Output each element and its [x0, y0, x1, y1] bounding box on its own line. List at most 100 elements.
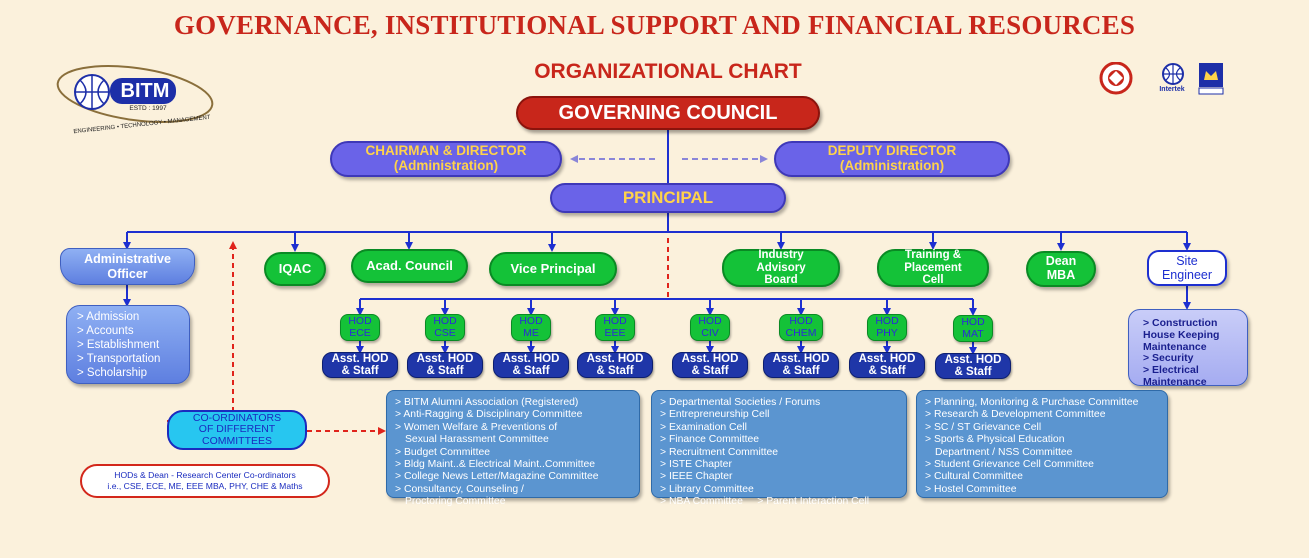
chart-subtitle: ORGANIZATIONAL CHART — [534, 60, 802, 83]
dean-line2: MBA — [1046, 268, 1076, 282]
site-engineer-box: Site Engineer — [1147, 250, 1227, 286]
asst-line1: Asst. HOD — [858, 352, 916, 365]
site-item: > Security — [1143, 352, 1194, 365]
hod-label: HOD — [961, 315, 985, 328]
dean-mba-box: Dean MBA — [1026, 251, 1096, 287]
committee-item: > SC / ST Grievance Cell — [925, 421, 1042, 433]
logo-name: BITM — [120, 80, 170, 102]
iqac-box: IQAC — [264, 252, 326, 286]
asst-line2: & Staff — [691, 365, 729, 377]
ukas-crown-icon — [1198, 62, 1224, 96]
committee-item: > Anti-Ragging & Disciplinary Committee — [395, 409, 583, 421]
note-line1: HODs & Dean - Research Center Co-ordinat… — [114, 469, 296, 480]
asst-hod-eee-box: Asst. HOD& Staff — [577, 352, 653, 378]
committee-item: > Research & Development Committee — [925, 409, 1106, 421]
committee-item: Department / NSS Committee — [935, 446, 1073, 458]
committee-item: > Sports & Physical Education — [925, 434, 1065, 446]
committee-item: > Student Grievance Cell Committee — [925, 458, 1094, 470]
asst-line2: & Staff — [782, 365, 820, 377]
asst-hod-ece-box: Asst. HOD& Staff — [322, 352, 398, 378]
asst-line1: Asst. HOD — [331, 352, 389, 365]
hod-label: HOD — [433, 314, 457, 327]
committee-item: Sexual Harassment Committee — [405, 434, 549, 446]
committee-item: > BITM Alumni Association (Registered) — [395, 397, 579, 408]
hod-dept: CHEM — [785, 326, 817, 339]
site-engineer-list: > Construction House Keeping Maintenance… — [1128, 309, 1248, 388]
hod-dept: ME — [523, 326, 539, 339]
site-item: Maintenance — [1143, 375, 1207, 388]
asst-line2: & Staff — [868, 365, 906, 377]
hod-dept: CSE — [434, 326, 456, 339]
hods-research-note: HODs & Dean - Research Center Co-ordinat… — [80, 464, 330, 498]
intertek-globe-icon — [1158, 62, 1188, 86]
asst-hod-mat-box: Asst. HOD& Staff — [935, 353, 1011, 379]
principal-box: PRINCIPAL — [550, 183, 786, 213]
hod-label: HOD — [519, 314, 543, 327]
chairman-title: CHAIRMAN & DIRECTOR — [365, 143, 527, 159]
asst-line1: Asst. HOD — [681, 352, 739, 365]
asst-line2: & Staff — [341, 365, 379, 377]
site-engineer-line1: Site — [1176, 253, 1198, 268]
committee-item: > ISTE Chapter — [660, 458, 732, 470]
intertek-label: Intertek — [1159, 86, 1185, 93]
coord-line3: COMMITTEES — [202, 434, 272, 447]
hod-label: HOD — [875, 314, 899, 327]
asst-hod-civ-box: Asst. HOD& Staff — [672, 352, 748, 378]
hod-dept: PHY — [876, 326, 898, 339]
committee-box-3: > Planning, Monitoring & Purchase Commit… — [916, 390, 1168, 498]
committee-item: > Women Welfare & Preventions of — [395, 421, 558, 433]
committee-item: > IEEE Chapter — [660, 471, 733, 483]
asst-line1: Asst. HOD — [416, 352, 474, 365]
asst-hod-phy-box: Asst. HOD& Staff — [849, 352, 925, 378]
committee-box-2: > Departmental Societies / Forums > Entr… — [651, 390, 907, 507]
coordinators-box: CO-ORDINATORS OF DIFFERENT COMMITTEES — [167, 410, 307, 450]
hod-dept: EEE — [604, 326, 626, 339]
vice-principal-box: Vice Principal — [489, 252, 617, 286]
asst-line1: Asst. HOD — [772, 352, 830, 365]
iso-seal-icon — [1097, 61, 1135, 96]
asst-line1: Asst. HOD — [944, 353, 1002, 366]
admin-item: > Admission — [77, 311, 140, 323]
note-line2: i.e., CSE, ECE, ME, EEE MBA, PHY, CHE & … — [107, 481, 303, 491]
hod-dept: MAT — [962, 327, 984, 340]
asst-hod-chem-box: Asst. HOD& Staff — [763, 352, 839, 378]
governing-council-box: GOVERNING COUNCIL — [516, 96, 820, 130]
hod-label: HOD — [348, 314, 372, 327]
asst-hod-me-box: Asst. HOD& Staff — [493, 352, 569, 378]
training-line2: Placement — [904, 261, 962, 274]
industry-advisory-board-box: Industry Advisory Board — [722, 249, 840, 287]
committee-item: > Finance Committee — [660, 434, 760, 446]
hod-label: HOD — [698, 314, 722, 327]
site-item: > Electrical — [1143, 364, 1199, 376]
asst-line1: Asst. HOD — [586, 352, 644, 365]
committee-item: > Recruitment Committee — [660, 446, 779, 458]
hod-label: HOD — [603, 314, 627, 327]
chairman-director-box: CHAIRMAN & DIRECTOR (Administration) — [330, 141, 562, 177]
hod-dept: CIV — [701, 326, 719, 339]
hod-dept: ECE — [349, 326, 371, 339]
committee-item: > NBA Committee > Parent Interaction Cel… — [660, 496, 870, 507]
committee-item: > Entrepreneurship Cell — [660, 409, 770, 421]
logo-estd: ESTD : 1997 — [129, 105, 167, 112]
committee-item: > Departmental Societies / Forums — [660, 397, 821, 408]
acad-council-box: Acad. Council — [351, 249, 468, 283]
asst-line2: & Staff — [596, 365, 634, 377]
committee-item: > Hostel Committee — [925, 483, 1017, 495]
committee-item: > College News Letter/Magazine Committee — [395, 471, 599, 483]
training-line3: Cell — [922, 274, 944, 287]
committee-item: > Bldg Maint..& Electrical Maint..Commit… — [395, 458, 596, 470]
coord-line2: OF DIFFERENT — [198, 423, 276, 436]
training-line1: Training & — [904, 249, 962, 262]
training-placement-cell-box: Training & Placement Cell — [877, 249, 989, 287]
deputy-dept: (Administration) — [839, 158, 945, 173]
coord-line1: CO-ORDINATORS — [192, 411, 282, 424]
site-item: Maintenance — [1143, 340, 1207, 353]
